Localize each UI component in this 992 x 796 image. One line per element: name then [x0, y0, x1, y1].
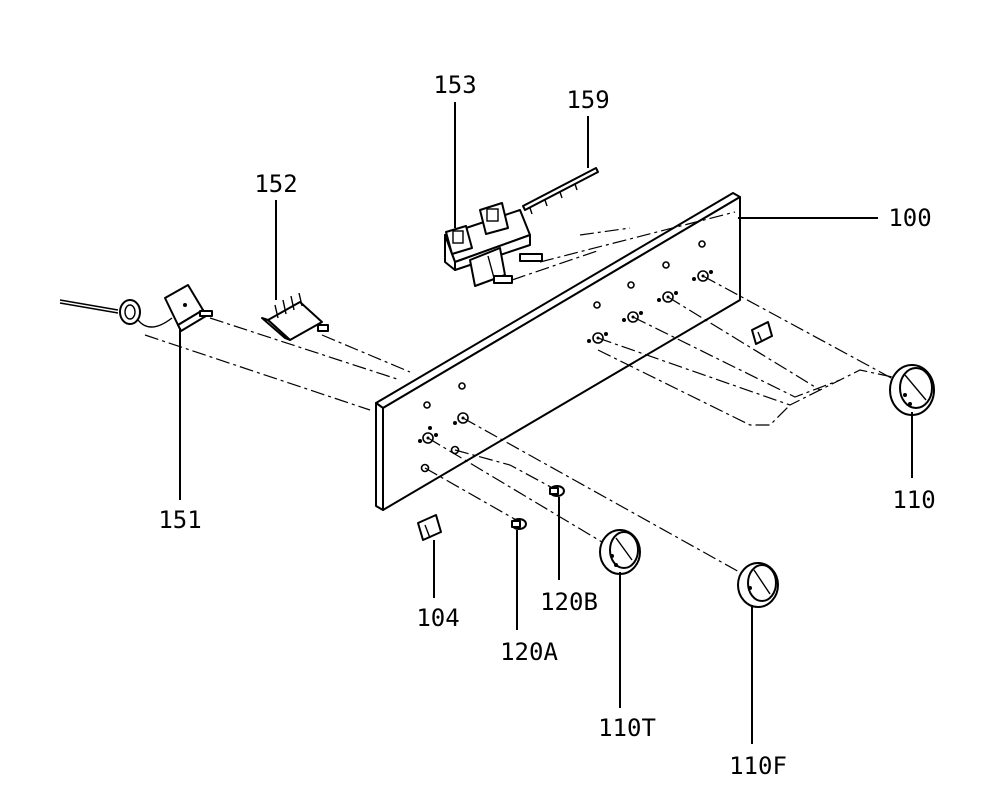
lamp-120B — [549, 485, 565, 497]
label-151: 151 — [158, 506, 201, 534]
label-110T: 110T — [598, 714, 656, 742]
label-100: 100 — [888, 204, 931, 232]
label-120B: 120B — [540, 588, 598, 616]
label-152: 152 — [254, 170, 297, 198]
label-104: 104 — [416, 604, 459, 632]
clip-right — [751, 321, 773, 345]
label-159: 159 — [566, 86, 609, 114]
part-labels: 153 159 152 100 151 110 104 120A 120B 11… — [158, 71, 935, 780]
label-110: 110 — [892, 486, 935, 514]
clip-104 — [417, 514, 442, 541]
lamp-120A — [511, 518, 527, 530]
thermostat-151 — [59, 284, 213, 332]
control-panel-100 — [375, 192, 741, 511]
leader-lines — [179, 102, 913, 744]
knob-110T — [599, 529, 641, 575]
bracket-159 — [522, 167, 599, 215]
knob-110 — [889, 364, 935, 416]
label-153: 153 — [433, 71, 476, 99]
knob-110F — [737, 562, 779, 608]
energy-regulator-153 — [444, 202, 543, 287]
assembly-lines — [144, 211, 898, 579]
label-120A: 120A — [500, 638, 558, 666]
label-110F: 110F — [729, 752, 787, 780]
selector-switch-152 — [261, 292, 329, 341]
